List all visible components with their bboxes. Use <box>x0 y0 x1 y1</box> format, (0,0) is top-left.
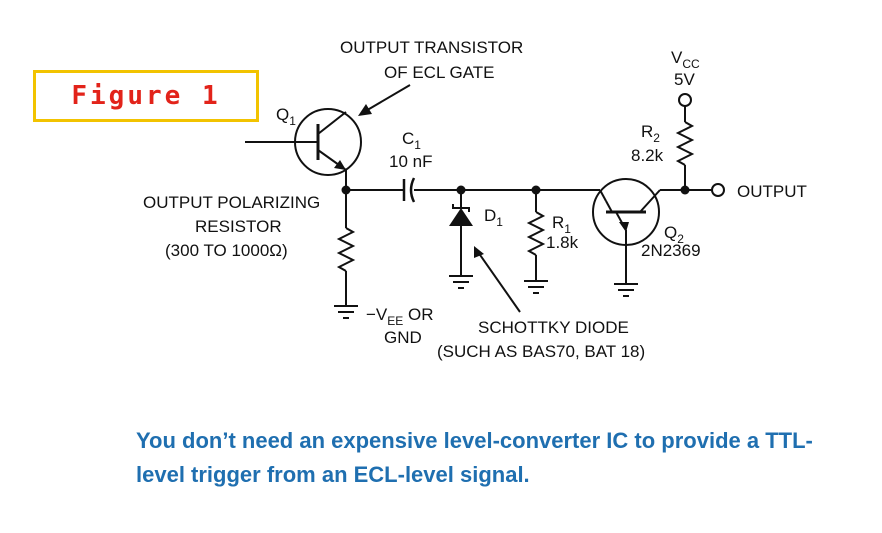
resistor-label: RESISTOR <box>195 217 282 236</box>
resistor-range-label: (300 TO 1000Ω) <box>165 241 288 260</box>
gnd-label: GND <box>384 328 422 347</box>
vee-label: −VEE OR <box>366 305 434 328</box>
q1-transistor-symbol <box>245 108 362 190</box>
ground-symbol-d1 <box>449 275 473 289</box>
figure-caption: You don’t need an expensive level-conver… <box>136 424 836 492</box>
output-terminal <box>711 183 725 197</box>
output-transistor-label: OUTPUT TRANSISTOR <box>340 38 523 57</box>
output-label: OUTPUT <box>737 182 807 201</box>
q2-part-label: 2N2369 <box>641 241 701 260</box>
r2-value: 8.2k <box>631 146 664 165</box>
r1-label: R1 <box>552 213 571 236</box>
ground-symbol-r1 <box>524 280 548 294</box>
caption-line-1: You don’t need an expensive level-conver… <box>136 428 813 453</box>
figure-label-box: Figure 1 <box>33 70 259 122</box>
q2-label: Q2 <box>664 223 684 246</box>
polarizing-resistor-symbol <box>336 190 356 305</box>
d1-label: D1 <box>484 206 503 229</box>
schottky-arrow <box>474 246 521 313</box>
vcc-label: VCC <box>671 48 700 71</box>
d1-diode-symbol <box>449 190 473 275</box>
ecl-gate-label: OF ECL GATE <box>384 63 495 82</box>
figure-label: Figure 1 <box>71 81 221 111</box>
caption-line-2: level trigger from an ECL-level signal. <box>136 462 530 487</box>
c1-label: C1 <box>402 129 421 152</box>
schottky-label: SCHOTTKY DIODE <box>478 318 629 337</box>
c1-capacitor-symbol <box>402 177 416 203</box>
polarizing-label: OUTPUT POLARIZING <box>143 193 320 212</box>
r1-resistor-symbol <box>526 190 546 280</box>
vcc-terminal <box>678 93 692 107</box>
schottky-part-label: (SUCH AS BAS70, BAT 18) <box>437 342 645 361</box>
r2-label: R2 <box>641 122 660 145</box>
circuit-schematic: Q1 OUTPUT TRANSISTOR OF ECL GATE OUTPUT … <box>143 38 807 361</box>
ground-symbol-q2 <box>614 283 638 297</box>
r1-value: 1.8k <box>546 233 579 252</box>
q2-transistor-symbol <box>592 178 685 283</box>
ground-symbol-vee <box>334 305 358 319</box>
r2-resistor-symbol <box>675 106 695 190</box>
c1-value: 10 nF <box>389 152 432 171</box>
output-transistor-arrow <box>358 84 411 116</box>
q1-label: Q1 <box>276 105 296 128</box>
vcc-value: 5V <box>674 70 695 89</box>
